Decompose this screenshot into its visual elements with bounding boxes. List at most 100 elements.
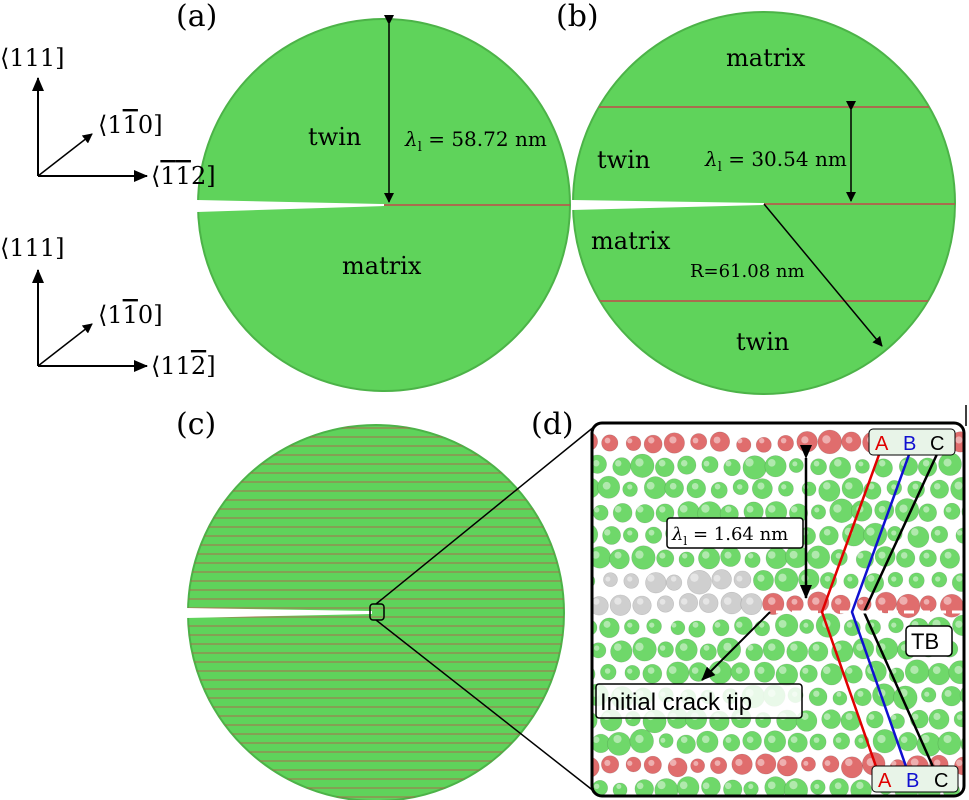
atom-highlight <box>635 734 644 744</box>
atom <box>688 620 706 638</box>
atom-highlight <box>814 783 820 789</box>
atom-highlight <box>660 737 666 743</box>
atom-highlight <box>813 737 820 743</box>
atom-highlight <box>768 505 776 513</box>
panel-d-label: (d) <box>531 407 574 442</box>
atom-highlight <box>714 483 721 490</box>
atom <box>632 595 652 616</box>
atom-highlight <box>812 597 820 605</box>
atom <box>609 548 630 570</box>
atom <box>959 683 964 708</box>
crack <box>186 608 372 618</box>
atom <box>622 527 639 543</box>
atom-highlight <box>671 622 677 628</box>
atom-highlight <box>899 504 908 513</box>
atom <box>645 526 663 544</box>
atom <box>701 776 721 796</box>
atom-highlight <box>956 714 963 720</box>
atom-highlight <box>746 505 754 513</box>
atom-highlight <box>648 437 655 444</box>
atom-highlight <box>943 596 952 605</box>
stacking-label-box-bottom <box>871 765 959 793</box>
twin-bottom-label: twin <box>736 328 789 356</box>
atom-highlight <box>745 458 754 467</box>
atom-highlight <box>627 668 633 674</box>
lambda-label: λl = 30.54 nm <box>704 147 847 175</box>
atom-highlight <box>724 782 732 790</box>
atom-highlight <box>659 552 666 559</box>
axis-diagonal-arrow <box>37 133 93 177</box>
atom-highlight <box>690 573 699 582</box>
atom <box>907 526 930 548</box>
atom-highlight <box>747 553 754 559</box>
atom <box>624 664 641 681</box>
atom <box>716 637 742 662</box>
atom-highlight <box>789 550 798 559</box>
atom-highlight <box>803 760 809 766</box>
atom <box>676 776 700 796</box>
atom-highlight <box>627 576 633 582</box>
atom <box>841 431 862 452</box>
atom <box>799 664 818 683</box>
atom-highlight <box>691 667 699 674</box>
atom <box>624 619 640 635</box>
atom <box>931 571 948 588</box>
atom-highlight <box>846 667 853 674</box>
atom-highlight <box>834 598 842 605</box>
atom-highlight <box>814 507 820 513</box>
atom <box>667 757 688 778</box>
atom-highlight <box>910 758 919 767</box>
atom-highlight <box>956 759 963 767</box>
atom-highlight <box>614 551 622 559</box>
atom <box>592 619 598 636</box>
atom-highlight <box>856 643 864 651</box>
atom-highlight <box>912 483 919 490</box>
atom-highlight <box>648 759 655 766</box>
atom-highlight <box>813 460 820 467</box>
atom <box>955 527 964 544</box>
atom <box>853 687 872 707</box>
atom-highlight <box>845 713 853 720</box>
atom-highlight <box>757 758 765 767</box>
atom-highlight <box>735 758 743 767</box>
atom <box>943 502 961 520</box>
atom <box>829 498 854 523</box>
atom-highlight <box>614 597 622 605</box>
atom-highlight <box>701 735 710 744</box>
twin-label: twin <box>308 123 361 151</box>
atom <box>744 551 761 568</box>
atom-highlight <box>891 760 897 766</box>
atom <box>632 637 657 662</box>
atom-highlight <box>845 758 853 767</box>
atom <box>599 617 620 639</box>
atom-highlight <box>932 666 941 674</box>
atom-highlight <box>845 436 853 444</box>
atom <box>597 475 621 499</box>
atom-highlight <box>669 759 677 767</box>
atom-highlight <box>767 551 776 559</box>
atom <box>698 593 719 613</box>
atom-highlight <box>691 482 699 490</box>
stacking-a-bottom: A <box>878 770 892 792</box>
atom <box>808 687 828 707</box>
atom <box>733 570 752 589</box>
atom-highlight <box>945 506 952 513</box>
atom-highlight <box>868 713 875 720</box>
atom <box>654 457 675 478</box>
atom <box>690 758 706 774</box>
atom-highlight <box>792 461 798 467</box>
matrix-top-label: matrix <box>726 44 806 72</box>
atom <box>953 710 964 728</box>
atom-highlight <box>899 596 908 605</box>
axis-111-label: ⟨111] <box>0 234 65 262</box>
atom-highlight <box>583 577 588 582</box>
atom <box>592 596 609 616</box>
atom-highlight <box>767 781 776 790</box>
atom-highlight <box>780 437 787 444</box>
stacking-a-top: A <box>875 433 889 455</box>
atom <box>592 665 596 684</box>
stacking-line-b <box>850 451 912 779</box>
atom-highlight <box>823 713 831 720</box>
atom <box>656 549 675 568</box>
